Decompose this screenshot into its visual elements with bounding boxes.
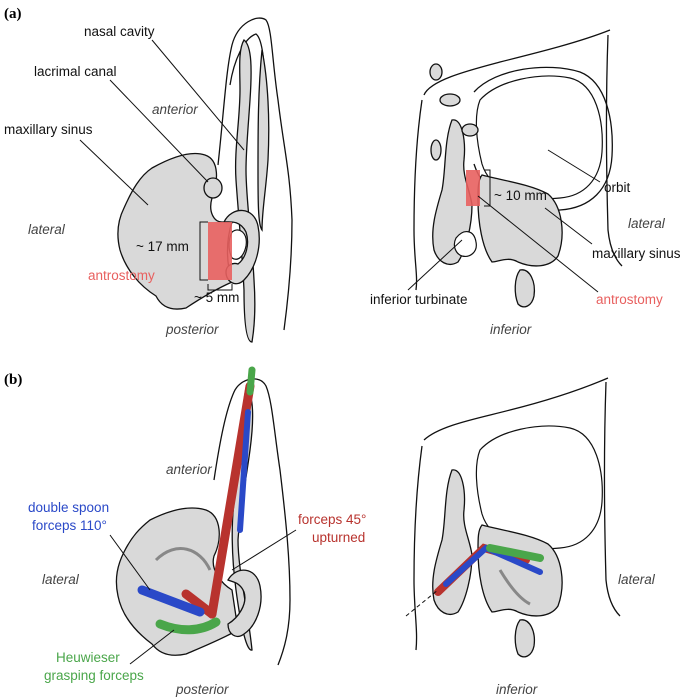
right-rotation-arrow: [498, 569, 531, 606]
skull-outline: [413, 29, 611, 291]
label-forceps45-2: upturned: [312, 530, 365, 545]
inferior-turbinate-shape: [453, 231, 477, 257]
label-antrostomy-right: antrostomy: [596, 292, 663, 307]
label-dim-17mm: ~ 17 mm: [136, 239, 189, 254]
turbinate-curl-b: [227, 569, 262, 638]
label-inferior-b: inferior: [496, 682, 538, 697]
orbit-b: [475, 425, 603, 550]
right-dashed-axis: [405, 589, 439, 617]
label-lateral-a-left: lateral: [28, 222, 66, 237]
leader-orbit: [547, 149, 601, 183]
palate-shape-b: [514, 619, 536, 658]
leader-lacrimal-canal: [109, 79, 209, 183]
label-lateral-b-right: lateral: [618, 572, 656, 587]
label-lateral-b-left: lateral: [42, 572, 80, 587]
label-forceps45-1: forceps 45°: [298, 512, 366, 527]
label-inferior-a: inferior: [490, 322, 532, 337]
label-posterior-a: posterior: [165, 322, 219, 337]
panel-b-left-diagram: [109, 366, 297, 666]
orbit-shape: [475, 75, 603, 200]
air-cell-4: [430, 139, 442, 161]
label-double-spoon-2: forceps 110°: [32, 518, 107, 533]
label-anterior-a: anterior: [152, 102, 198, 117]
double-spoon-tip: [137, 585, 205, 617]
air-cell-1: [429, 63, 443, 81]
label-double-spoon-1: double spoon: [28, 500, 109, 515]
arrow-rotation-b-left: [154, 547, 212, 571]
antrostomy-window-left: [208, 222, 232, 280]
panel-a-label: (a): [4, 6, 22, 22]
double-spoon-shaft: [237, 409, 251, 533]
label-anterior-b: anterior: [166, 462, 212, 477]
leader-double-spoon: [109, 534, 151, 591]
label-dim-10mm: ~ 10 mm: [494, 188, 547, 203]
leader-inferior-turbinate: [407, 239, 463, 291]
label-heuwieser-2: grasping forceps: [44, 668, 144, 683]
leader-nasal-cavity: [151, 39, 245, 151]
label-dim-5mm: ~ 5 mm: [194, 290, 239, 305]
leader-maxillary-sinus: [79, 139, 149, 206]
dim-bracket-17mm: [199, 221, 208, 281]
label-lateral-a-right: lateral: [628, 216, 666, 231]
antrostomy-window-right: [466, 170, 480, 206]
label-lacrimal-canal: lacrimal canal: [34, 64, 117, 79]
forceps-45-tip: [181, 589, 217, 619]
dim-bracket-10mm: [484, 169, 491, 207]
sinus-b: [115, 507, 239, 656]
nose-outline-b: [213, 378, 291, 666]
nose-outline: [217, 17, 293, 331]
label-maxillary-sinus-left: maxillary sinus: [4, 122, 93, 137]
air-cell-3: [461, 123, 479, 137]
label-inferior-turbinate: inferior turbinate: [370, 292, 468, 307]
panel-a-left-diagram: [79, 17, 293, 343]
panel-b-right-diagram: [405, 377, 621, 658]
skull-right-outline: [605, 34, 623, 267]
leader-maxillary-sinus-right: [544, 207, 593, 245]
palate-shape: [514, 269, 536, 308]
coronal-septum: [432, 119, 473, 265]
maxillary-sinus-shape: [117, 152, 233, 310]
leader-forceps45: [231, 529, 297, 571]
panel-a-right-diagram: [407, 29, 623, 308]
inner-nasal-wall: [257, 49, 270, 232]
skull-right-outline-b: [603, 381, 621, 617]
air-cell-2: [439, 93, 461, 107]
right-heuwieser: [486, 544, 544, 562]
heuwieser-top: [246, 366, 256, 396]
label-antrostomy-left: antrostomy: [88, 268, 155, 283]
label-maxillary-sinus-right: maxillary sinus: [592, 246, 681, 261]
label-orbit: orbit: [604, 180, 631, 195]
label-posterior-b: posterior: [175, 682, 229, 697]
leader-antrostomy-right: [477, 195, 599, 293]
label-heuwieser-1: Heuwieser: [56, 650, 120, 665]
leader-heuwieser: [129, 629, 175, 665]
panel-b-label: (b): [4, 372, 22, 388]
skull-outline-b: [413, 377, 609, 651]
septum-coronal-b: [432, 469, 473, 615]
lacrimal-canal-shape: [203, 177, 223, 199]
label-nasal-cavity: nasal cavity: [84, 24, 155, 39]
heuwieser-tip: [155, 617, 221, 635]
forceps-45-shaft: [207, 381, 255, 619]
dim-bracket-5mm: [207, 284, 233, 291]
